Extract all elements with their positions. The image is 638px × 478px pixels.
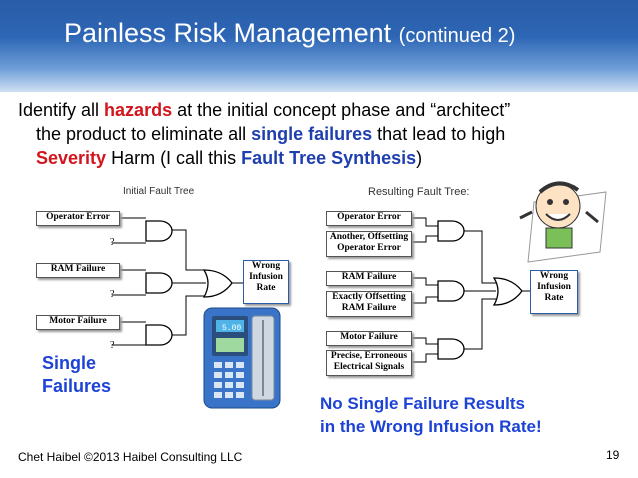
result-line-2: in the Wrong Infusion Rate! (320, 417, 542, 436)
erroneous-signals-box: Precise, Erroneous Electrical Signals (326, 350, 412, 376)
and-gate-r1 (437, 220, 465, 242)
body-text-5: Harm (I call this (106, 148, 242, 168)
happy-person-illustration (519, 181, 607, 263)
body-text-3: the product to eliminate all (36, 124, 252, 144)
or-gate-result (492, 277, 523, 306)
wrong-infusion-rate-box-result: Wrong Infusion Rate (530, 270, 578, 314)
and-gate-r3 (437, 338, 465, 360)
offsetting-operator-error-box: Another, Offsetting Operator Error (326, 231, 412, 257)
slide-title-suffix: (continued 2) (398, 25, 516, 47)
unknown-mark-3: ? (110, 340, 115, 351)
r-input-6b: Electrical Signals (333, 362, 405, 372)
operator-error-box: Operator Error (36, 211, 120, 226)
body-text-1: Identify all (18, 100, 105, 120)
ram-failure-box-r: RAM Failure (326, 271, 412, 286)
initial-tree-caption: Initial Fault Tree (123, 186, 195, 197)
output-line-1: Wrong (251, 261, 281, 271)
fault-tree-synthesis-term: Fault Tree Synthesis (241, 148, 417, 168)
single-failures-callout: Single Failures (42, 352, 111, 398)
output-line-3: Rate (256, 283, 276, 293)
ram-failure-box: RAM Failure (36, 263, 120, 278)
r-input-2a: Another, Offsetting (329, 232, 409, 242)
unknown-mark-2: ? (110, 289, 115, 300)
slide-title-main: Painless Risk Management (64, 18, 392, 48)
and-gate-1 (145, 220, 173, 242)
r-output-line-1: Wrong (539, 271, 569, 281)
slide-title: Painless Risk Management (continued 2) (64, 18, 515, 49)
severity-term: Severity (36, 148, 107, 168)
no-single-failure-callout: No Single Failure Results in the Wrong I… (320, 392, 542, 438)
output-line-2: Infusion (249, 272, 283, 282)
or-gate-initial (202, 269, 233, 298)
hazards-term: hazards (104, 100, 173, 120)
operator-error-box-r: Operator Error (326, 211, 412, 226)
single-failures-term: single failures (251, 124, 373, 144)
title-banner (0, 0, 638, 92)
r-input-4b: RAM Failure (341, 303, 397, 313)
and-gate-3 (145, 324, 173, 346)
r-input-6a: Precise, Erroneous (330, 351, 408, 361)
wrong-infusion-rate-box-initial: Wrong Infusion Rate (243, 260, 289, 304)
body-line-3: Severity Harm (I call this Fault Tree Sy… (18, 146, 633, 170)
motor-failure-box-r: Motor Failure (326, 331, 412, 346)
body-text-6: ) (416, 148, 423, 168)
footer-credit: Chet Haibel ©2013 Haibel Consulting LLC (18, 450, 243, 464)
r-input-4a: Exactly Offsetting (332, 292, 406, 302)
body-text-4: that lead to high (372, 124, 506, 144)
motor-failure-box: Motor Failure (36, 315, 120, 330)
resulting-tree-caption: Resulting Fault Tree: (368, 186, 470, 198)
offsetting-ram-failure-box: Exactly Offsetting RAM Failure (326, 291, 412, 317)
pump-display: 5.00 (222, 324, 241, 333)
page-number: 19 (606, 448, 620, 462)
and-gate-r2 (437, 280, 465, 302)
r-input-2b: Operator Error (337, 243, 401, 253)
infusion-pump-image: 5.00 (203, 307, 281, 409)
unknown-mark-1: ? (110, 237, 115, 248)
and-gate-2 (145, 272, 173, 294)
single-line-2: Failures (42, 376, 112, 396)
r-output-line-2: Infusion (537, 282, 571, 292)
body-line-2: the product to eliminate all single fail… (18, 122, 633, 146)
result-line-1: No Single Failure Results (320, 394, 525, 413)
slide-body: Identify all hazards at the initial conc… (18, 98, 633, 170)
single-line-1: Single (42, 353, 97, 373)
body-text-2: at the initial concept phase and “archit… (172, 100, 511, 120)
r-output-line-3: Rate (544, 293, 564, 303)
